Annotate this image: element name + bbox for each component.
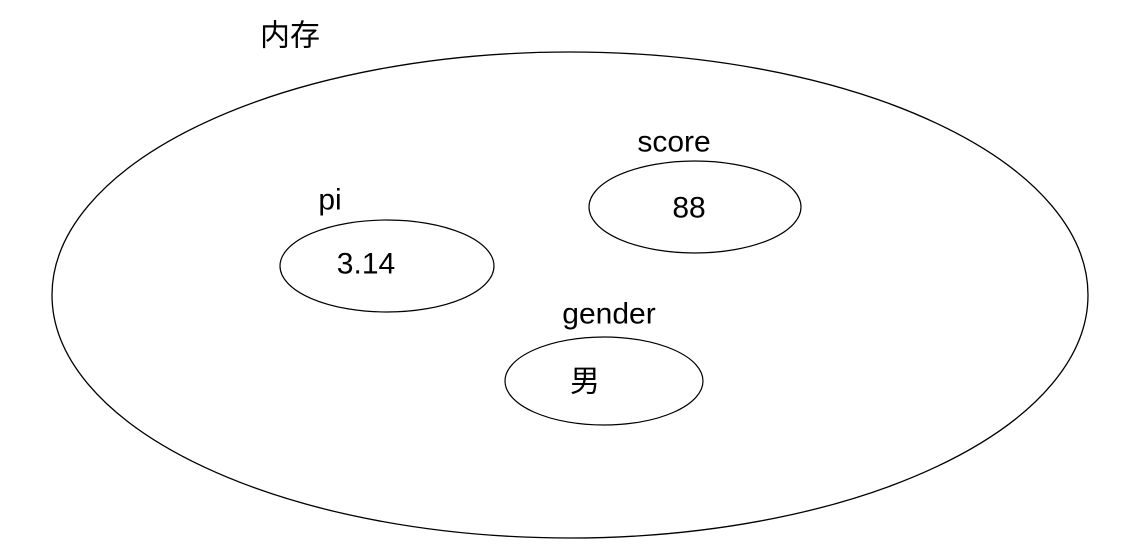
variable-value-gender: 男 (570, 365, 600, 399)
variable-name-pi: pi (318, 183, 342, 217)
memory-boundary-ellipse (51, 51, 1089, 539)
variable-ellipse-score (588, 160, 802, 254)
variable-name-gender: gender (562, 297, 656, 331)
variable-ellipse-pi (279, 219, 495, 313)
variable-name-score: score (637, 125, 711, 159)
variable-value-score: 88 (672, 191, 706, 225)
variable-ellipse-gender (504, 336, 704, 426)
variable-value-pi: 3.14 (336, 247, 396, 281)
memory-label: 内存 (260, 19, 320, 53)
